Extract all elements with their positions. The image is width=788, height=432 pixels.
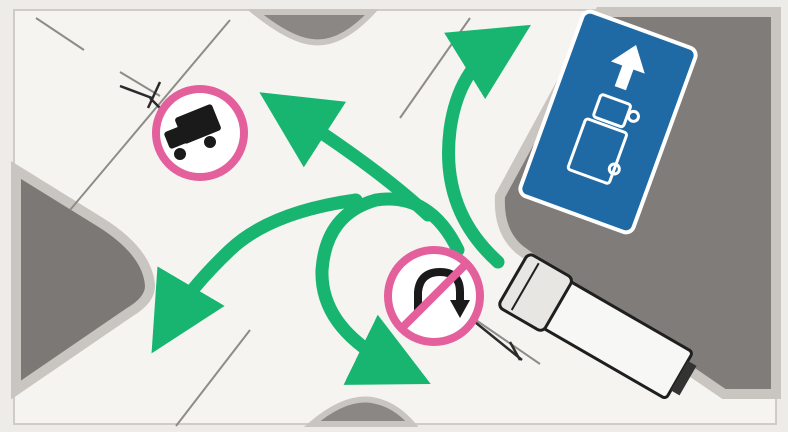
arrow-left-down: [151, 193, 363, 354]
lane-line: [69, 19, 231, 211]
arrow-straight: [442, 24, 531, 269]
lane-line: [119, 71, 161, 97]
maneuver-arrows: [151, 24, 531, 385]
block-bottom: [303, 396, 419, 427]
lane-line: [175, 329, 251, 427]
arrow-u-turn: [315, 192, 465, 385]
truck-icon: [566, 93, 640, 185]
lane-line: [469, 315, 541, 365]
block-left: [11, 161, 156, 400]
u-turn-arrow-icon: [414, 267, 470, 318]
no-trucks-sign: [152, 85, 248, 181]
truck-vehicle: [498, 253, 697, 400]
lane-direction-sign: [518, 9, 698, 235]
truck-icon: [164, 104, 221, 160]
no-u-turn-sign: [384, 246, 484, 346]
lane-line: [35, 17, 85, 51]
up-arrow-icon: [610, 44, 645, 91]
prohibition-slash: [397, 259, 471, 333]
block-top: [246, 9, 379, 46]
